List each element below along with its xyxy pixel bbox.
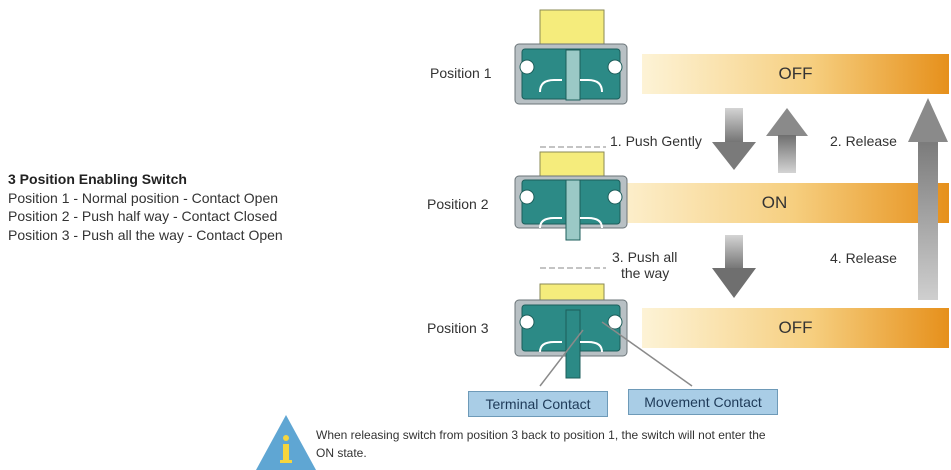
description-line: Position 1 - Normal position - Contact O… <box>8 189 279 206</box>
movement-contact-tag: Movement Contact <box>628 389 778 415</box>
state-text-3: OFF <box>778 318 813 337</box>
arrow-release-4 <box>908 98 948 300</box>
state-bar-2 <box>600 183 949 223</box>
arrow-push-gently <box>712 108 756 170</box>
state-bar-3 <box>642 308 949 348</box>
release-2-label: 2. Release <box>830 133 897 149</box>
state-bar-1 <box>642 54 949 94</box>
push-all-label: 3. Push all the way <box>612 249 677 281</box>
description-line: Position 3 - Push all the way - Contact … <box>8 226 283 243</box>
push-all-line-2: the way <box>621 265 670 281</box>
switch-position-1 <box>514 9 628 105</box>
push-gently-label: 1. Push Gently <box>610 133 702 149</box>
description-block: 3 Position Enabling Switch Position 1 - … <box>8 170 283 244</box>
push-all-line-1: 3. Push all <box>612 249 678 265</box>
movement-callout-line <box>601 321 693 387</box>
arrow-release-2 <box>766 108 808 173</box>
state-text-1: OFF <box>778 64 813 83</box>
description-title: 3 Position Enabling Switch <box>8 171 187 187</box>
switch-position-3 <box>514 267 628 379</box>
terminal-callout-line <box>539 329 584 387</box>
description-line: Position 2 - Push half way - Contact Clo… <box>8 208 278 224</box>
switch-position-2 <box>514 146 628 241</box>
position-1-label: Position 1 <box>430 65 492 81</box>
position-3-label: Position 3 <box>427 320 489 336</box>
info-icon <box>256 415 316 470</box>
release-4-label: 4. Release <box>830 250 897 266</box>
terminal-contact-tag: Terminal Contact <box>468 391 608 417</box>
arrow-push-all <box>712 235 756 298</box>
position-2-label: Position 2 <box>427 196 489 212</box>
state-text-2: ON <box>761 193 788 212</box>
note-text: When releasing switch from position 3 ba… <box>316 428 766 460</box>
